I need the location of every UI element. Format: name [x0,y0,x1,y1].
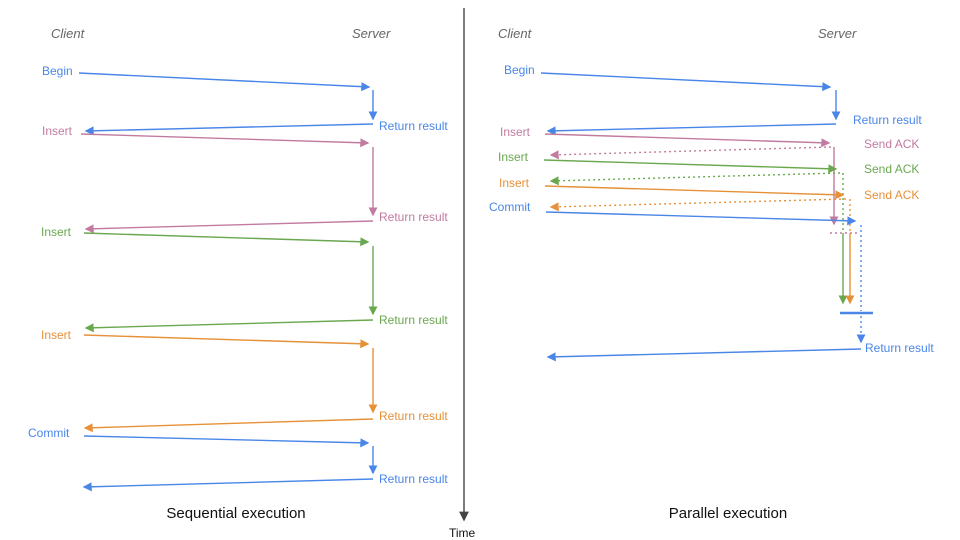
par-return-begin-label: Return result [853,113,922,127]
seq-op-begin-label: Begin [42,64,73,78]
seq-begin-return-line [84,123,374,136]
seq-insert2-return-line [84,319,374,333]
par-insert2-request-line [543,159,838,174]
seq-op-commit-label: Commit [28,426,70,440]
par-ack-insert1-label: Send ACK [864,137,920,151]
seq-return-insert2-label: Return result [379,313,448,327]
par-insert3-request-line [544,185,845,200]
par-op-begin-label: Begin [504,63,535,77]
seq-return-commit-label: Return result [379,472,448,486]
seq-client-label: Client [51,26,85,41]
seq-op-insert2-label: Insert [41,225,72,239]
seq-insert2-request-line [83,232,370,247]
seq-op-insert1-label: Insert [42,124,73,138]
par-client-label: Client [498,26,532,41]
par-begin-request-line [540,72,832,92]
par-server-label: Server [818,26,857,41]
seq-insert1-request-line [80,133,370,148]
par-return-commit-label: Return result [865,341,934,355]
seq-return-begin-label: Return result [379,119,448,133]
par-commit-request-line [545,211,857,226]
seq-return-insert1-label: Return result [379,210,448,224]
par-insert3-ack-line [549,198,847,212]
par-ack-insert3-label: Send ACK [864,188,920,202]
seq-caption: Sequential execution [166,505,306,522]
par-op-commit-label: Commit [489,200,531,214]
par-op-insert1-label: Insert [500,125,531,139]
par-ack-insert2-label: Send ACK [864,162,920,176]
par-op-insert2-label: Insert [498,150,529,164]
par-insert1-request-line [544,133,831,148]
par-caption: Parallel execution [668,505,788,522]
par-insert2-ack-line [549,172,841,186]
seq-insert3-request-line [83,334,370,349]
par-op-insert3-label: Insert [499,176,530,190]
seq-return-insert3-label: Return result [379,409,448,423]
seq-op-insert3-label: Insert [41,328,72,342]
par-insert1-ack-line [549,146,832,160]
seq-insert3-return-line [83,418,374,433]
seq-insert1-return-line [84,220,374,234]
par-begin-return-line [546,123,837,136]
seq-commit-return-line [82,478,374,492]
seq-commit-request-line [83,435,370,448]
seq-server-label: Server [352,26,391,41]
par-commit-return-line [546,348,862,362]
seq-begin-request-line [78,72,371,92]
time-axis-label: Time [449,526,476,540]
